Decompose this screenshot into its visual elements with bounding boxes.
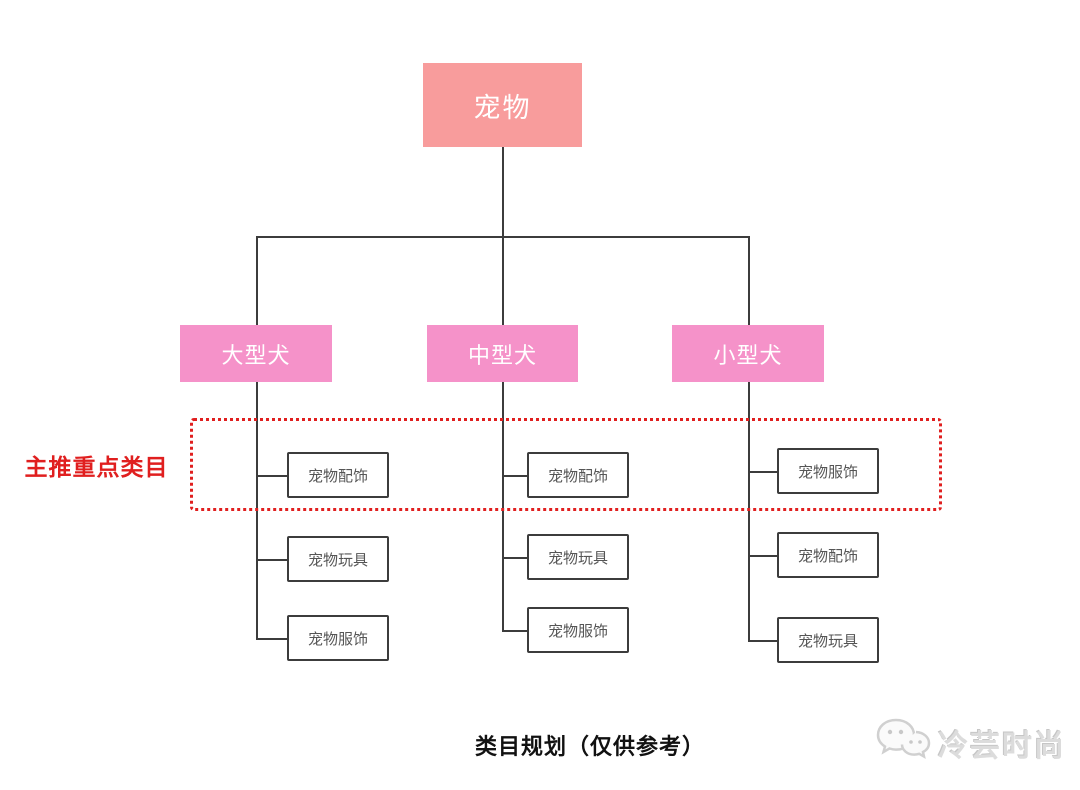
connector-stub — [256, 475, 287, 477]
node-sub[interactable]: 宠物配饰 — [777, 532, 879, 578]
connector-stub — [502, 630, 527, 632]
connector-stub — [256, 638, 287, 640]
highlight-region-box — [190, 418, 942, 511]
node-sub[interactable]: 宠物配饰 — [527, 452, 629, 498]
connector-mid-drop — [502, 236, 504, 325]
node-sub[interactable]: 宠物玩具 — [287, 536, 389, 582]
node-sub[interactable]: 宠物配饰 — [287, 452, 389, 498]
connector-left-spine — [256, 382, 258, 640]
connector-stub — [748, 471, 777, 473]
connector-mid-spine — [502, 382, 504, 632]
connector-stub — [502, 557, 527, 559]
chart-caption: 类目规划（仅供参考） — [474, 734, 705, 759]
connector-stub — [502, 475, 527, 477]
connector-stub — [748, 640, 777, 642]
connector-root-vertical — [502, 147, 504, 236]
highlight-label: 主推重点类目 — [24, 454, 169, 480]
wechat-icon — [874, 716, 932, 769]
node-small-dog[interactable]: 小型犬 — [672, 325, 824, 382]
connector-right-spine — [748, 382, 750, 642]
connector-left-drop — [256, 236, 258, 325]
connector-right-drop — [748, 236, 750, 325]
connector-stub — [256, 559, 287, 561]
node-medium-dog[interactable]: 中型犬 — [427, 325, 578, 382]
node-root[interactable]: 宠物 — [423, 63, 582, 147]
node-sub[interactable]: 宠物玩具 — [527, 534, 629, 580]
node-sub[interactable]: 宠物玩具 — [777, 617, 879, 663]
watermark: 冷芸时尚 — [874, 716, 1066, 769]
connector-stub — [748, 555, 777, 557]
node-sub[interactable]: 宠物服饰 — [777, 448, 879, 494]
node-sub[interactable]: 宠物服饰 — [527, 607, 629, 653]
node-large-dog[interactable]: 大型犬 — [180, 325, 332, 382]
watermark-text: 冷芸时尚 — [938, 729, 1066, 763]
node-sub[interactable]: 宠物服饰 — [287, 615, 389, 661]
